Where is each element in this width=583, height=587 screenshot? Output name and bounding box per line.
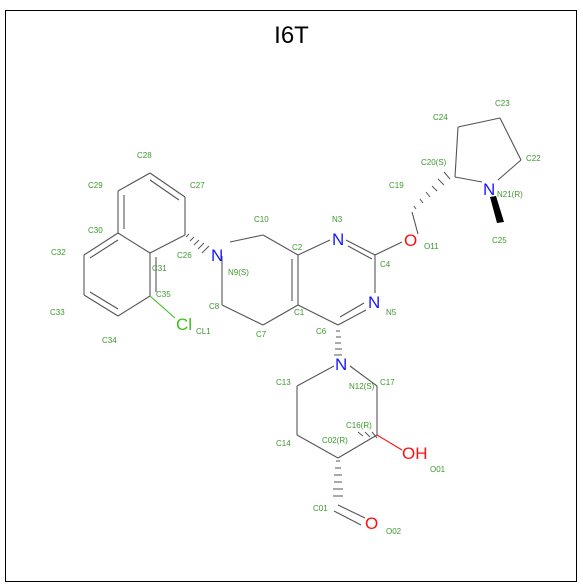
- label-o02: O02: [386, 527, 402, 536]
- label-n5: N5: [386, 308, 397, 317]
- o11-symbol: O: [404, 231, 417, 250]
- label-c19: C19: [389, 181, 404, 190]
- label-c30: C30: [88, 226, 103, 235]
- label-n12: N12(S): [349, 382, 375, 391]
- label-cl1: CL1: [196, 327, 211, 336]
- label-c27: C27: [190, 181, 205, 190]
- label-c35: C35: [156, 290, 171, 299]
- figure-frame: [5, 10, 577, 582]
- label-c28: C28: [137, 151, 152, 160]
- o02-symbol: O: [365, 514, 378, 533]
- label-c13: C13: [276, 378, 291, 387]
- oh-symbol: OH: [402, 444, 428, 463]
- label-c1: C1: [294, 308, 305, 317]
- label-o01: O01: [430, 465, 446, 474]
- atom-labels: C2 N3 C4 N5 C1 C6 C7 C8 N9(S) C10 O11 N1…: [50, 99, 541, 536]
- label-c16: C16(R): [346, 421, 372, 430]
- label-c2: C2: [292, 243, 303, 252]
- label-c01: C01: [313, 504, 328, 513]
- label-c25: C25: [492, 236, 507, 245]
- label-c26: C26: [177, 251, 192, 260]
- label-o11: O11: [424, 242, 439, 251]
- label-c02: C02(R): [322, 436, 348, 445]
- hashed-bonds: [185, 171, 451, 497]
- n9-symbol: N: [211, 246, 223, 265]
- label-c7: C7: [256, 330, 267, 339]
- n12-symbol: N: [335, 355, 347, 374]
- label-c20: C20(S): [421, 158, 447, 167]
- label-c4: C4: [380, 260, 391, 269]
- label-c8: C8: [209, 302, 220, 311]
- label-n21: N21(R): [497, 190, 523, 199]
- bonds: [83, 117, 522, 526]
- label-c31: C31: [152, 264, 167, 273]
- label-c24: C24: [433, 113, 448, 122]
- label-c17: C17: [380, 378, 395, 387]
- label-c23: C23: [495, 99, 510, 108]
- wedge-bond: [490, 196, 504, 223]
- label-c6: C6: [316, 327, 327, 336]
- label-c32: C32: [51, 248, 66, 257]
- label-c22: C22: [526, 154, 541, 163]
- n3-symbol: N: [332, 230, 344, 249]
- label-c14: C14: [276, 439, 291, 448]
- label-c34: C34: [102, 336, 117, 345]
- label-c10: C10: [254, 215, 269, 224]
- n5-symbol: N: [368, 293, 380, 312]
- label-n3: N3: [332, 215, 343, 224]
- label-c33: C33: [50, 308, 65, 317]
- molecule-title: I6T: [274, 22, 309, 49]
- label-n9: N9(S): [228, 268, 249, 277]
- label-c29: C29: [88, 181, 103, 190]
- cl-symbol: Cl: [176, 315, 192, 334]
- n21-symbol: N: [483, 180, 495, 199]
